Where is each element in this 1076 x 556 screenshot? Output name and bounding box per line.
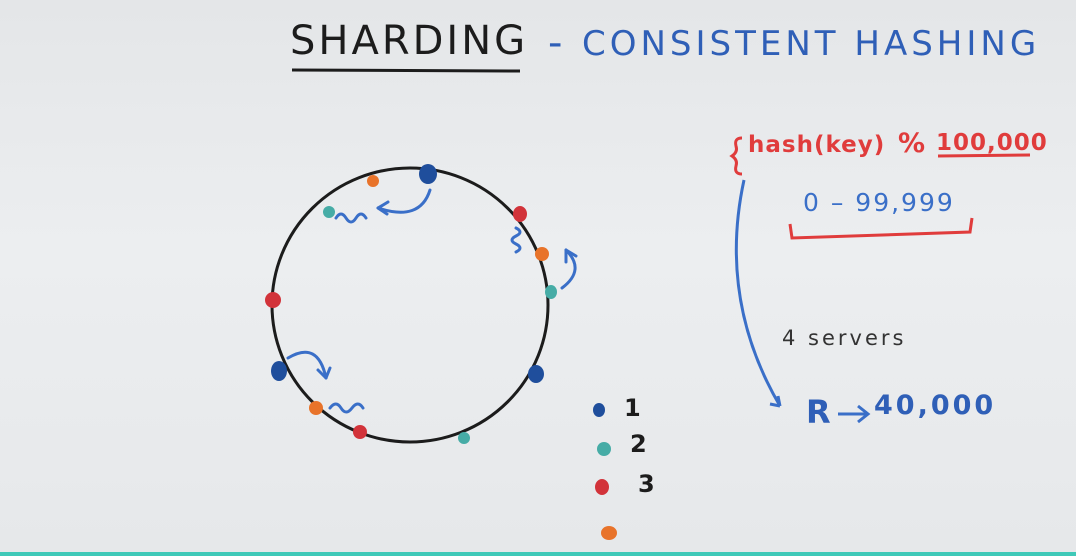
squiggle-icon [328, 402, 365, 414]
squiggle-icon [510, 226, 522, 254]
legend-dots [593, 403, 617, 540]
range-bracket [788, 217, 974, 240]
request-hash-value: 40,000 [874, 390, 997, 421]
legend-label-1: 1 [624, 394, 641, 422]
mapping-annotations [286, 188, 578, 414]
server-count: 4 servers [782, 326, 907, 350]
arrow-icon [838, 404, 871, 424]
node-orange [309, 401, 323, 415]
request-label: R [806, 393, 831, 431]
bottom-accent-strip [0, 552, 1076, 556]
node-teal [545, 285, 557, 299]
title-underline [291, 68, 521, 73]
node-red [353, 425, 367, 439]
modulus-underline [937, 153, 1031, 158]
node-teal [323, 206, 335, 218]
node-orange [367, 175, 379, 187]
node-orange [535, 247, 549, 261]
arrow-icon [564, 248, 578, 264]
mod-symbol: % [898, 128, 926, 159]
title-sharding: SHARDING [290, 18, 529, 64]
legend-dot-1 [593, 403, 605, 417]
node-red [265, 292, 281, 308]
legend-dot-2 [597, 442, 611, 456]
legend-dot-3 [595, 479, 609, 495]
hash-range: 0 – 99,999 [803, 188, 955, 217]
node-teal [458, 432, 470, 444]
title-dash: - [548, 20, 563, 66]
node-red [513, 206, 527, 222]
arrow-icon [286, 350, 328, 380]
title-consistent-hashing: CONSISTENT HASHING [582, 24, 1041, 64]
node-blue [528, 365, 544, 383]
squiggle-icon [334, 212, 368, 224]
legend-label-2: 2 [630, 430, 647, 458]
node-blue [271, 361, 287, 381]
arrow-icon [376, 200, 390, 216]
hash-formula: hash(key) [748, 132, 886, 158]
ring-nodes [265, 164, 557, 444]
modulus-value: 100,000 [936, 130, 1048, 156]
hash-ring [270, 166, 550, 444]
legend-label-3: 3 [638, 470, 655, 498]
arrow-icon [376, 188, 432, 214]
legend-dot-4 [601, 526, 617, 540]
arrow-icon [316, 366, 332, 380]
brace-icon [729, 136, 743, 176]
node-blue [419, 164, 437, 184]
connector-arrow [734, 179, 782, 407]
arrow-icon [769, 395, 782, 408]
